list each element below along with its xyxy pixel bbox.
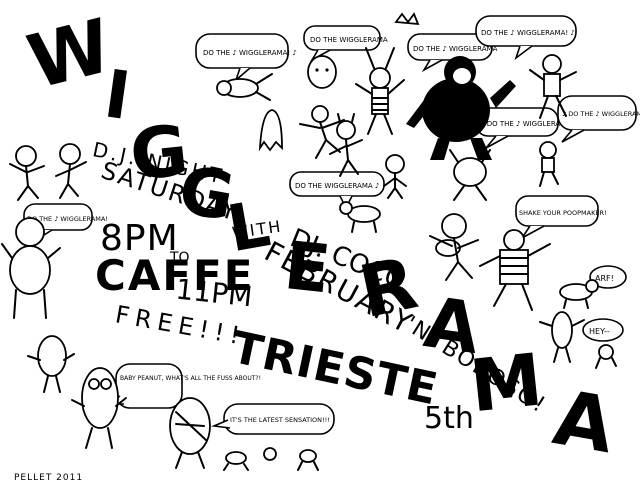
bubble-11-text: HEY-- <box>589 327 610 336</box>
speech-bubble-3: DO THE ♪ WIGGLERAMA <box>407 33 498 73</box>
left-dancers-drawing <box>9 143 87 201</box>
peanut-pair-drawing <box>27 335 127 449</box>
tiny-creature-drawing <box>394 12 420 26</box>
speech-bubble-13: IT'S THE LATEST SENSATION!!! <box>210 403 335 435</box>
bubble-5-text: ♪ DO THE ♪ WIGGLERAMA ♪ <box>480 120 578 128</box>
venue-caffe-text: CAFFE <box>95 251 254 300</box>
artist-signature: PELLET 2011 <box>14 473 83 483</box>
speech-bubble-6: ♪ DO THE ♪ WIGGLERAMA! ♪ <box>557 95 640 143</box>
ghost-drawing <box>258 109 283 152</box>
speech-bubble-7: DO THE WIGGLERAMA ♪ <box>289 171 385 210</box>
wigglerama-title: W I G G L E R A M A <box>20 3 621 470</box>
bubble-1-text: DO THE ♪ WIGGLERAMA! ♪ <box>203 49 297 57</box>
speech-bubble-9: SHAKE YOUR POOPMAKER! <box>515 195 607 239</box>
dog-drawing <box>339 201 381 233</box>
little-bird-drawing <box>595 344 617 369</box>
small-dog-drawing <box>559 279 599 309</box>
title-letter-e: E <box>281 227 334 308</box>
long-nose-dancer-drawing <box>429 213 479 281</box>
title-letter-m: M <box>466 337 546 428</box>
date-text: 5th <box>424 401 474 436</box>
bug-dancer-drawing <box>355 47 405 135</box>
kid-dancer-drawing <box>529 54 577 119</box>
title-letter-g1: G <box>126 109 192 197</box>
running-girl-drawing <box>299 105 345 159</box>
bubble-3-text: DO THE ♪ WIGGLERAMA <box>413 45 498 53</box>
pig-lady-drawing <box>1 217 61 319</box>
blob-character-drawing <box>307 55 337 89</box>
tiny-kid-drawing <box>539 141 559 187</box>
bubble-10-text: ARF! <box>595 274 614 283</box>
bubble-6-text: ♪ DO THE ♪ WIGGLERAMA! ♪ <box>562 110 640 118</box>
speech-bubble-1: DO THE ♪ WIGGLERAMA! ♪ <box>195 33 297 83</box>
striped-dancer-drawing <box>479 229 551 311</box>
time-end-text: 11PM <box>174 273 254 314</box>
time-start-text: 8PM <box>100 218 179 259</box>
bottom-bugs-drawing <box>223 447 319 471</box>
bubble-8-text: DO THE ♪ WIGGLERAMA! <box>27 215 108 223</box>
cat-dancer-drawing <box>329 113 363 177</box>
gorilla-drawing <box>406 56 516 160</box>
bubble-9-text: SHAKE YOUR POOPMAKER! <box>519 209 607 217</box>
speech-bubble-10: ARF! <box>589 265 627 289</box>
lying-character-drawing <box>216 73 273 101</box>
title-letter-a2: A <box>547 372 621 470</box>
speech-bubble-11: HEY-- <box>582 318 624 342</box>
alien-drawing <box>383 154 407 199</box>
title-letter-w: W <box>20 3 120 106</box>
beast-drawing <box>449 149 491 201</box>
title-letter-a1: A <box>419 281 484 370</box>
bubble-13-text: IT'S THE LATEST SENSATION!!! <box>230 416 330 424</box>
speech-bubble-4: DO THE ♪ WIGGLERAMA! ♪ <box>475 15 577 61</box>
right-peanut-drawing <box>539 311 585 363</box>
speech-bubble-2: DO THE WIGGLERAMA <box>303 25 388 63</box>
bubble-2-text: DO THE WIGGLERAMA <box>310 36 388 44</box>
title-letter-g2: G <box>173 151 240 236</box>
bubble-7-text: DO THE WIGGLERAMA ♪ <box>295 182 379 190</box>
bubble-4-text: DO THE ♪ WIGGLERAMA! ♪ <box>481 29 575 37</box>
bubble-12-text: BABY PEANUT, WHAT'S ALL THE FUSS ABOUT?! <box>120 375 261 382</box>
speech-bubble-5: ♪ DO THE ♪ WIGGLERAMA ♪ <box>475 107 578 149</box>
to-text: TO <box>169 250 190 266</box>
baby-peanut-drawing <box>169 397 211 469</box>
